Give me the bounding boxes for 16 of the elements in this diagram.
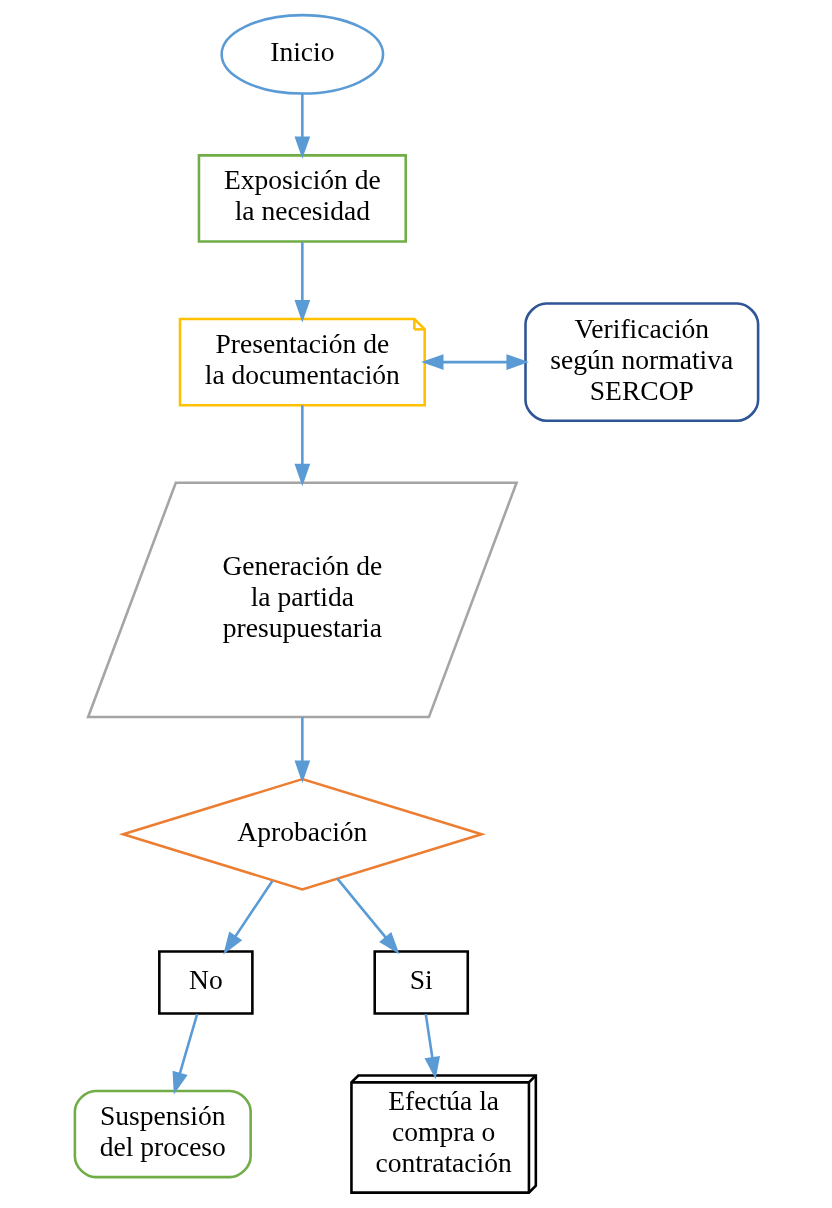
node-box: Si [372,950,469,1015]
arrow [424,1013,440,1080]
node-ellipse: Inicio [219,13,384,95]
node-box: No [157,950,254,1015]
arrow [420,354,529,370]
node-box: Verificación según normativa SERCOP [523,302,759,422]
arrow [294,717,310,783]
arrow [294,93,310,159]
arrow [335,877,399,955]
node-box: Exposición de la necesidad [197,154,407,243]
arrow [172,1013,198,1095]
arrow [294,405,310,487]
node-diamond: Aprobación [118,777,486,891]
arrow [222,880,273,955]
node-box: Suspensión del proceso [73,1089,252,1179]
arrow [294,242,310,323]
